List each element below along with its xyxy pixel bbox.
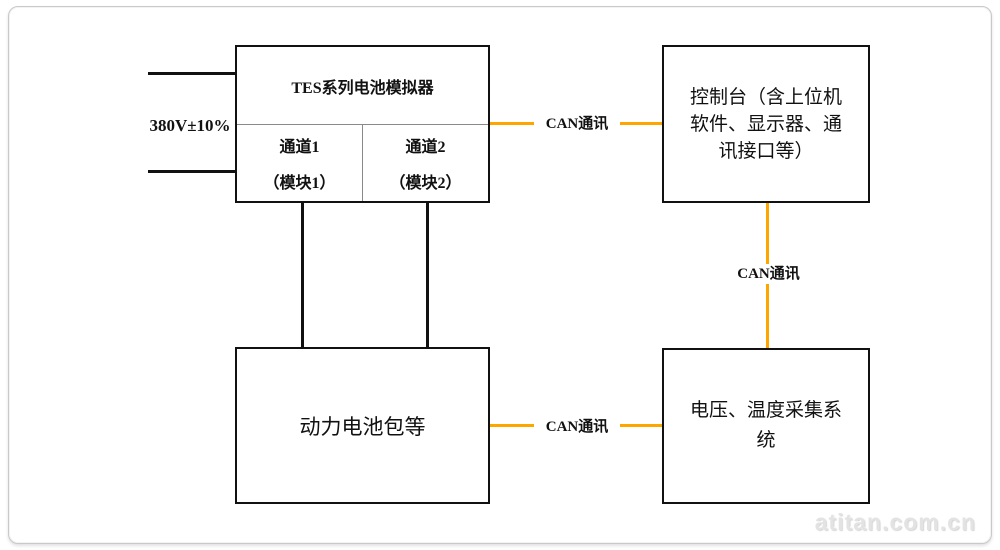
acquisition-label-line1: 电压、温度采集系 (689, 400, 842, 421)
channel-2-module: （模块2） (389, 175, 462, 192)
power-line-bottom (148, 170, 235, 173)
can-label-right: CAN通讯 (726, 264, 811, 284)
simulator-box: TES系列电池模拟器 通道1 （模块1） 通道2 （模块2） (235, 45, 490, 203)
simulator-channels: 通道1 （模块1） 通道2 （模块2） (237, 124, 488, 201)
channel-1-cell: 通道1 （模块1） (237, 125, 362, 201)
acquisition-box: 电压、温度采集系 统 (662, 348, 870, 504)
battery-pack-box: 动力电池包等 (235, 347, 490, 504)
watermark: atitan.com.cn (814, 509, 976, 535)
connector-channel1-battery (301, 203, 304, 347)
channel-2-label: 通道2 (405, 139, 446, 156)
battery-pack-label: 动力电池包等 (299, 414, 426, 439)
can-label-bottom: CAN通讯 (534, 417, 620, 437)
connector-channel2-battery (426, 203, 429, 347)
power-input-label: 380V±10% (149, 116, 231, 135)
console-label: 控制台（含上位机 软件、显示器、通 讯接口等） (690, 84, 842, 165)
console-label-line2: 软件、显示器、通 (689, 113, 842, 135)
acquisition-label-line2: 统 (756, 430, 776, 451)
simulator-title: TES系列电池模拟器 (291, 79, 434, 97)
console-label-line3: 讯接口等） (718, 140, 814, 162)
channel-2-cell: 通道2 （模块2） (362, 125, 488, 201)
power-line-top (148, 72, 235, 75)
acquisition-label: 电压、温度采集系 统 (690, 396, 842, 456)
can-label-top: CAN通讯 (534, 114, 620, 134)
channel-1-module: （模块1） (263, 175, 336, 192)
console-label-line1: 控制台（含上位机 (689, 86, 842, 108)
channel-1-label: 通道1 (279, 139, 320, 156)
console-box: 控制台（含上位机 软件、显示器、通 讯接口等） (662, 45, 870, 203)
